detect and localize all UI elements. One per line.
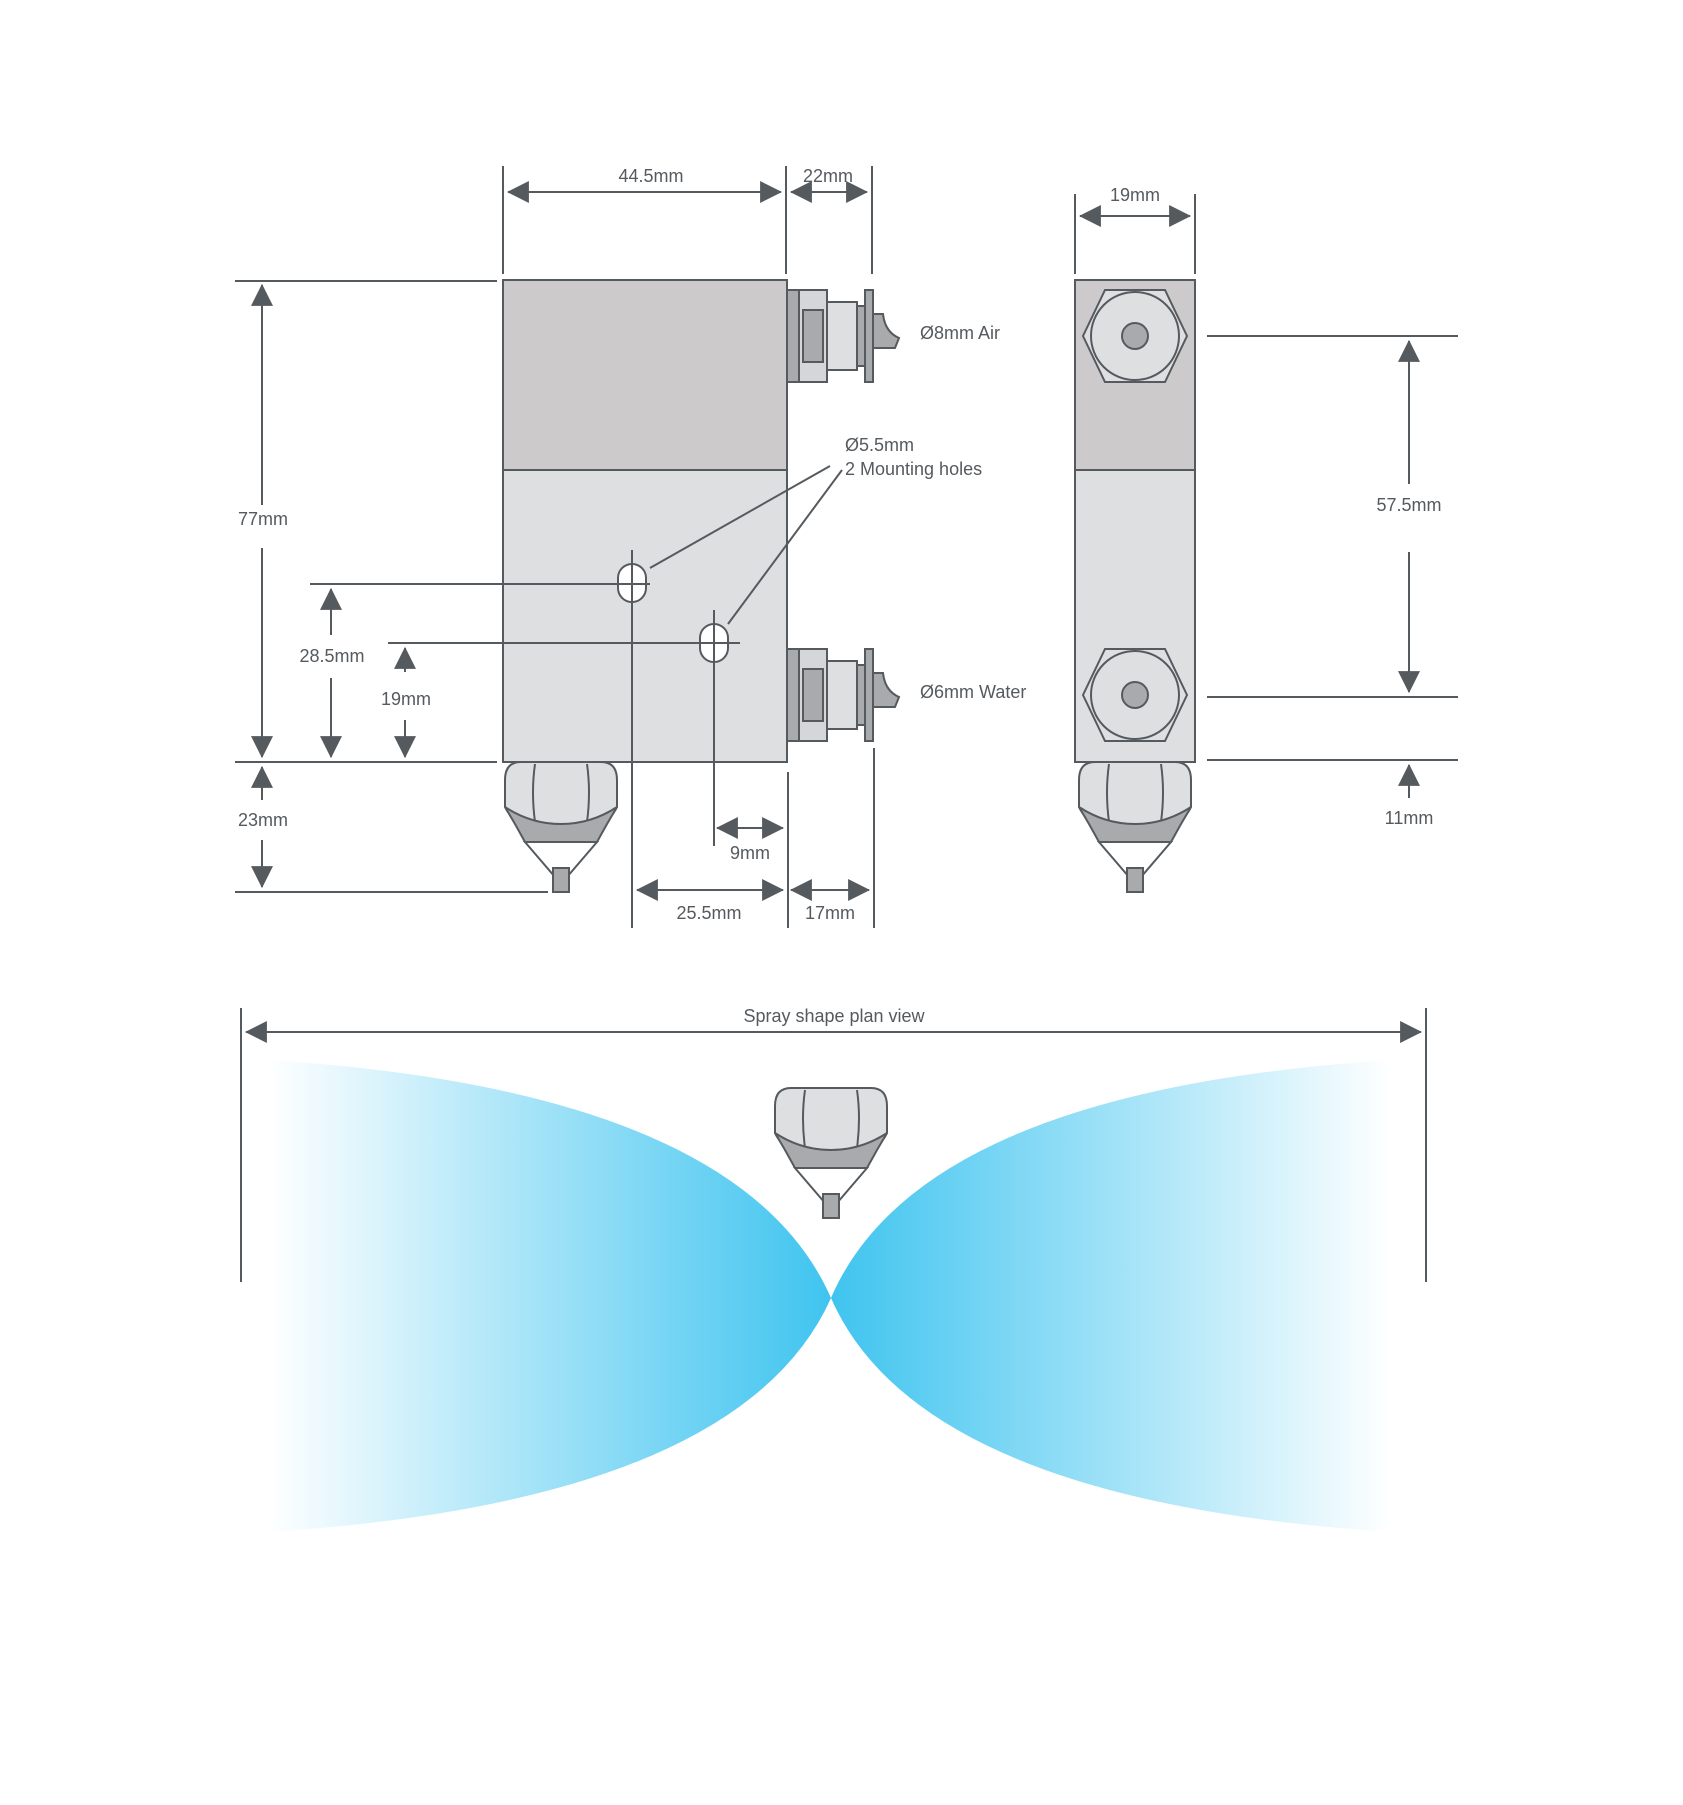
water-fitting	[786, 648, 900, 742]
front-body-lower	[502, 469, 788, 763]
dim-front-width-label: 44.5mm	[618, 166, 683, 186]
side-view: 19mm 57.5mm 11mm	[1074, 185, 1458, 893]
front-dimension-arrows	[251, 181, 871, 901]
dim-side-width-label: 19mm	[1110, 185, 1160, 205]
dim-hole2-offset-label: 9mm	[730, 843, 770, 863]
air-fitting	[786, 289, 900, 383]
dim-bottom-offset-label: 11mm	[1385, 808, 1434, 828]
spray-plan-view: Spray shape plan view	[240, 1006, 1427, 1532]
front-view: 44.5mm 22mm 77mm 23mm 28.5mm 19mm 9mm 25…	[235, 166, 1026, 928]
front-body-upper	[502, 279, 788, 471]
front-extension-lines	[235, 166, 875, 928]
dim-nozzle-height-label: 23mm	[238, 810, 288, 830]
water-inlet-label: Ø6mm Water	[920, 682, 1026, 702]
side-air-port	[1082, 289, 1188, 383]
mounting-holes-label-line1: Ø5.5mm	[845, 435, 914, 455]
side-dimension-arrows	[1078, 205, 1420, 798]
dim-hole1-height-label: 28.5mm	[299, 646, 364, 666]
dim-fitting-depth-label: 22mm	[803, 166, 853, 186]
side-water-port	[1082, 648, 1188, 742]
plan-nozzle	[774, 1087, 888, 1219]
spray-fan-right	[831, 1060, 1392, 1532]
side-extension-lines	[1074, 194, 1458, 761]
plan-dimension	[240, 1008, 1427, 1282]
side-nozzle	[1078, 761, 1192, 893]
dim-nozzle-offset-label: 17mm	[805, 903, 855, 923]
dim-hole1-offset-label: 25.5mm	[676, 903, 741, 923]
dim-hole2-height-label: 19mm	[381, 689, 431, 709]
dim-height-label: 77mm	[238, 509, 288, 529]
plan-view-label: Spray shape plan view	[743, 1006, 925, 1026]
mounting-holes-label-line2: 2 Mounting holes	[845, 459, 982, 479]
front-nozzle	[504, 761, 618, 893]
dim-ports-spacing-label: 57.5mm	[1376, 495, 1441, 515]
air-inlet-label: Ø8mm Air	[920, 323, 1000, 343]
spray-fan-left	[268, 1060, 831, 1532]
